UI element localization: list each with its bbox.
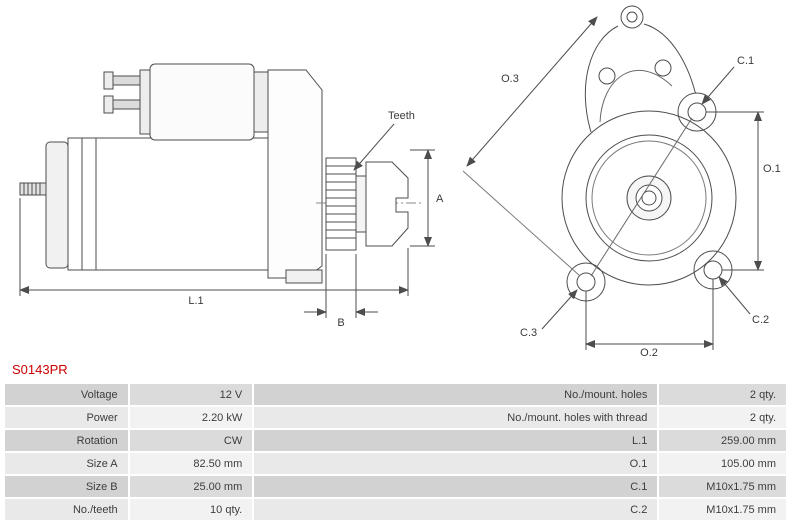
spec-value: 259.00 mm [659,430,786,451]
spec-value: 2 qty. [659,384,786,405]
spec-value: 12 V [129,384,253,405]
dim-label-o3: O.3 [501,73,519,85]
dim-label-a: A [436,193,444,205]
spec-value: M10x1.75 mm [659,476,786,497]
table-row: No./teeth 10 qty. C.2 M10x1.75 mm [5,499,786,520]
technical-drawing-area: Teeth A L.1 B [19,5,781,358]
dim-label-o1: O.1 [763,163,781,175]
spec-label: C.1 [254,476,658,497]
table-row: Voltage 12 V No./mount. holes 2 qty. [5,384,786,405]
spec-value: 2 qty. [659,407,786,428]
side-view [19,63,424,284]
table-row: Power 2.20 kW No./mount. holes with thre… [5,407,786,428]
table-row: Rotation CW L.1 259.00 mm [5,430,786,451]
spec-label: L.1 [254,430,658,451]
table-row: Size A 82.50 mm O.1 105.00 mm [5,453,786,474]
spec-value: 25.00 mm [129,476,253,497]
dim-label-o2: O.2 [640,347,658,358]
dim-label-c2: C.2 [752,314,769,326]
spec-label: No./teeth [5,499,128,520]
spec-label: Size B [5,476,128,497]
spec-value: CW [129,430,253,451]
dim-label-l1: L.1 [188,295,203,307]
spec-label: Rotation [5,430,128,451]
spec-value: 105.00 mm [659,453,786,474]
front-view-dimensions [462,16,764,350]
spec-value: 82.50 mm [129,453,253,474]
side-view-dimensions [19,123,435,318]
spec-label: C.2 [254,499,658,520]
part-number: S0143PR [12,362,68,377]
spec-label: No./mount. holes [254,384,658,405]
table-row: Size B 25.00 mm C.1 M10x1.75 mm [5,476,786,497]
spec-value: 10 qty. [129,499,253,520]
spec-label: No./mount. holes with thread [254,407,658,428]
spec-table: Voltage 12 V No./mount. holes 2 qty. Pow… [3,382,788,522]
spec-value: M10x1.75 mm [659,499,786,520]
dim-label-c1: C.1 [737,55,754,67]
spec-label: Power [5,407,128,428]
spec-label: O.1 [254,453,658,474]
spec-label: Size A [5,453,128,474]
dim-label-b: B [337,317,344,329]
front-view [561,5,737,302]
dim-label-c3: C.3 [520,327,537,339]
teeth-label: Teeth [388,110,415,122]
starter-motor-drawing: Teeth A L.1 B [19,5,781,358]
spec-label: Voltage [5,384,128,405]
spec-value: 2.20 kW [129,407,253,428]
